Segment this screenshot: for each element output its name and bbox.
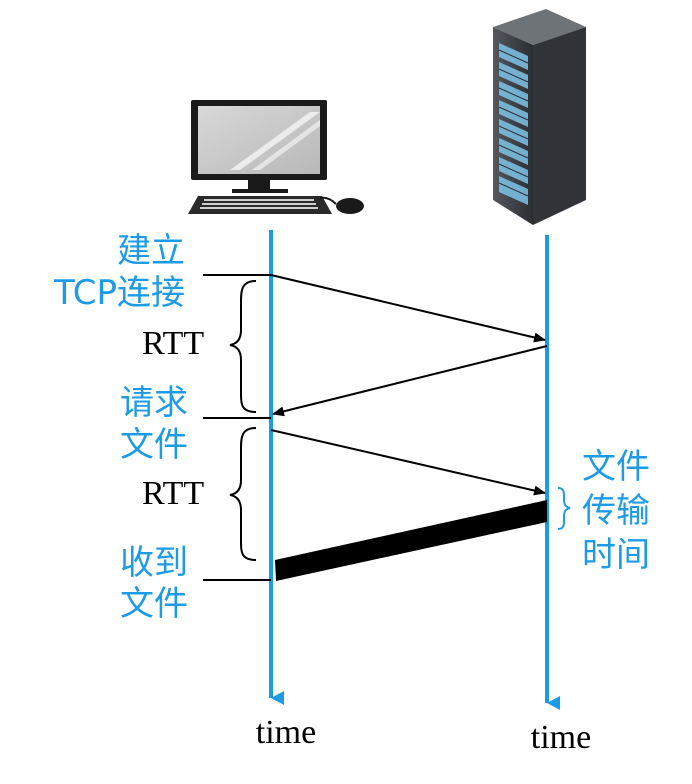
transmission-label-line2: 传输 bbox=[582, 491, 650, 531]
desktop-computer-icon bbox=[188, 100, 364, 214]
server-rack-icon bbox=[493, 9, 586, 225]
rtt2-brace bbox=[229, 427, 257, 561]
transmission-brace bbox=[557, 487, 571, 530]
establish-label-line2: TCP连接 bbox=[53, 273, 185, 313]
rtt1-label: RTT bbox=[142, 325, 204, 362]
synack-arrow bbox=[272, 345, 548, 417]
rtt2-label: RTT bbox=[142, 475, 204, 512]
request-arrow bbox=[270, 429, 546, 496]
receive-label-line1: 收到 bbox=[120, 543, 188, 583]
transmission-label-line1: 文件 bbox=[582, 447, 650, 487]
request-label-line2: 文件 bbox=[120, 425, 188, 465]
server-time-label: time bbox=[531, 719, 591, 756]
request-label-line1: 请求 bbox=[120, 383, 188, 423]
transmission-label-line3: 时间 bbox=[582, 535, 650, 575]
client-time-label: time bbox=[256, 714, 316, 751]
establish-label-line1: 建立 bbox=[117, 231, 185, 271]
rtt1-brace bbox=[229, 280, 257, 413]
file-transfer-band bbox=[275, 500, 547, 581]
syn-arrow bbox=[270, 274, 546, 343]
receive-label-line2: 文件 bbox=[120, 584, 188, 624]
